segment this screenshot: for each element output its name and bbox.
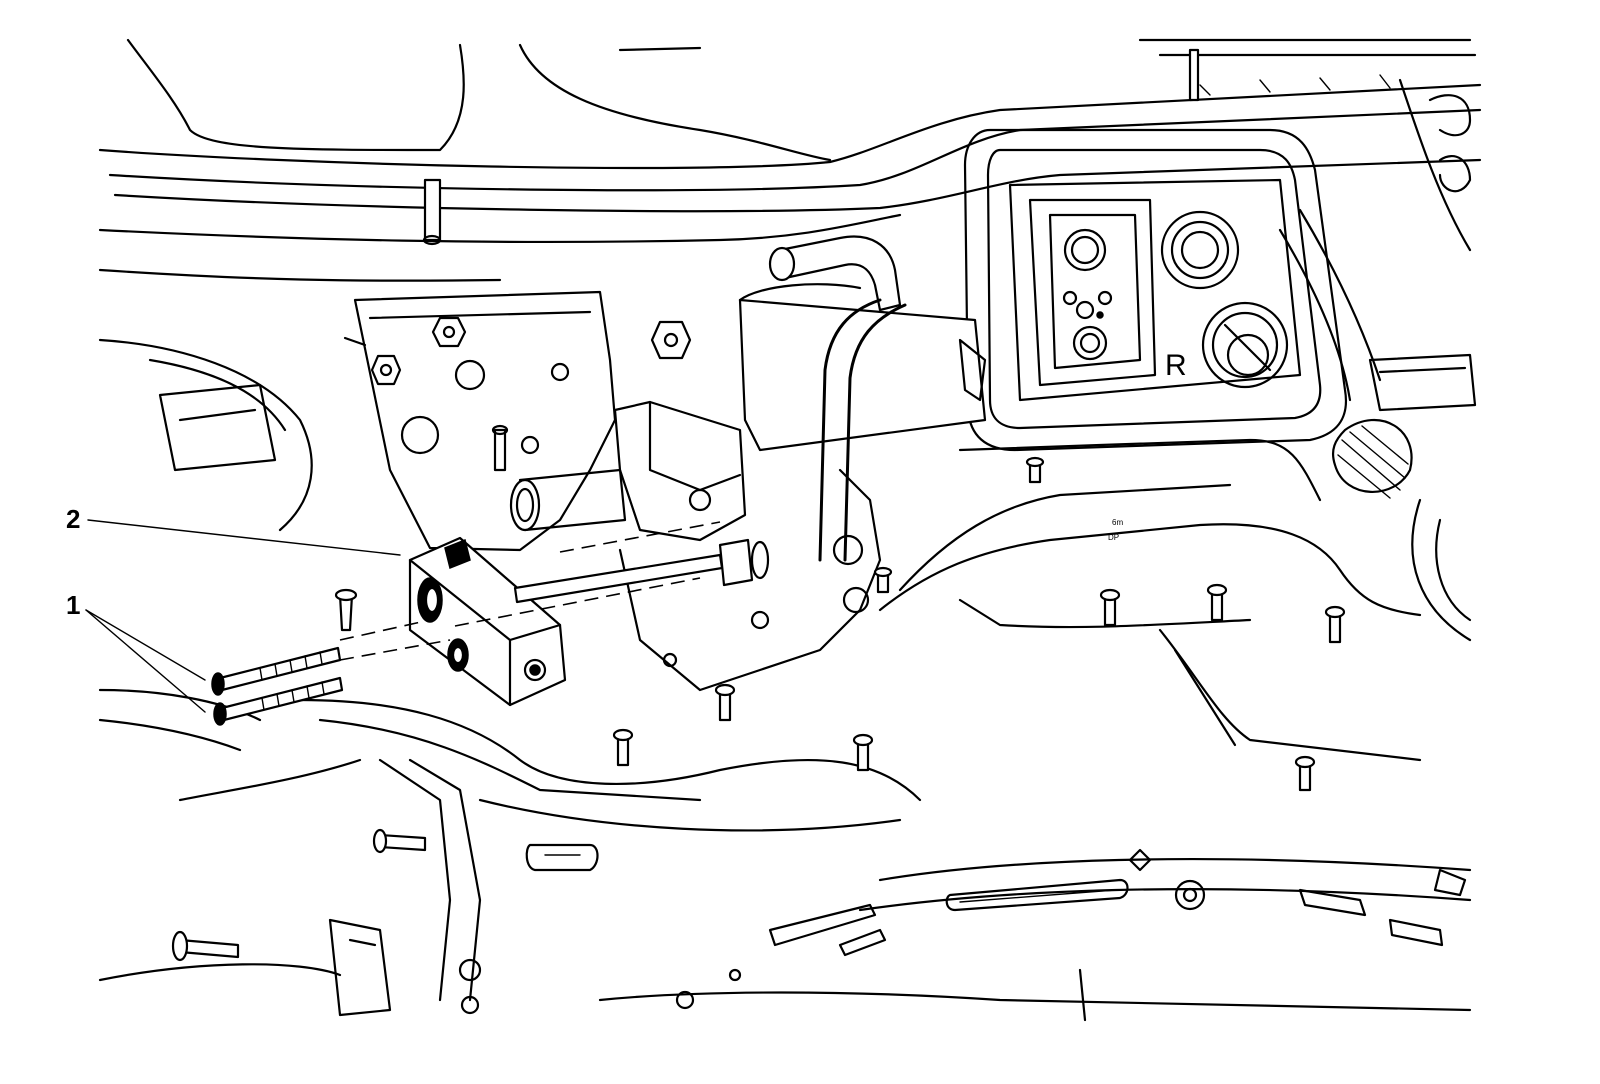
body-studs bbox=[171, 456, 1346, 962]
stud-icon bbox=[1294, 755, 1316, 792]
upper-body-panel bbox=[98, 38, 1482, 282]
panel-marking: 6m bbox=[1112, 518, 1123, 527]
stud-icon bbox=[852, 733, 874, 772]
callout-label-2: 2 bbox=[66, 504, 80, 534]
callout-2: 2 bbox=[66, 504, 401, 556]
stud-icon bbox=[1099, 588, 1121, 627]
stud-icon bbox=[171, 930, 240, 962]
stud-icon bbox=[612, 728, 634, 767]
right-side-structure bbox=[1278, 78, 1477, 642]
stud-icon bbox=[714, 683, 736, 722]
bolt-icon bbox=[213, 676, 344, 726]
callout-label-1: 1 bbox=[66, 590, 80, 620]
front-crossmember: 6m DP bbox=[98, 438, 1472, 1022]
stud-icon bbox=[372, 828, 427, 854]
bolt-icon bbox=[211, 646, 342, 696]
left-wheelhouse bbox=[98, 338, 313, 752]
heater-hose-assembly bbox=[509, 235, 987, 562]
stud-icon bbox=[1324, 605, 1346, 644]
nut-icon bbox=[650, 320, 692, 360]
engine-compartment-bracket bbox=[343, 290, 882, 692]
nut-icon bbox=[370, 354, 402, 386]
nut-icon bbox=[431, 316, 467, 348]
mount-through-bolt bbox=[339, 488, 770, 661]
stud-icon bbox=[334, 588, 358, 632]
dash-panel-fitting-plate: R bbox=[963, 128, 1348, 452]
engine-mount-bracket bbox=[408, 536, 567, 707]
stud-icon bbox=[873, 566, 893, 594]
stud-icon bbox=[1206, 583, 1228, 622]
callout-1: 1 bbox=[66, 590, 206, 713]
stud-icon bbox=[1025, 456, 1045, 484]
port-marking: R bbox=[1165, 349, 1187, 382]
panel-marking: DP bbox=[1108, 533, 1119, 542]
